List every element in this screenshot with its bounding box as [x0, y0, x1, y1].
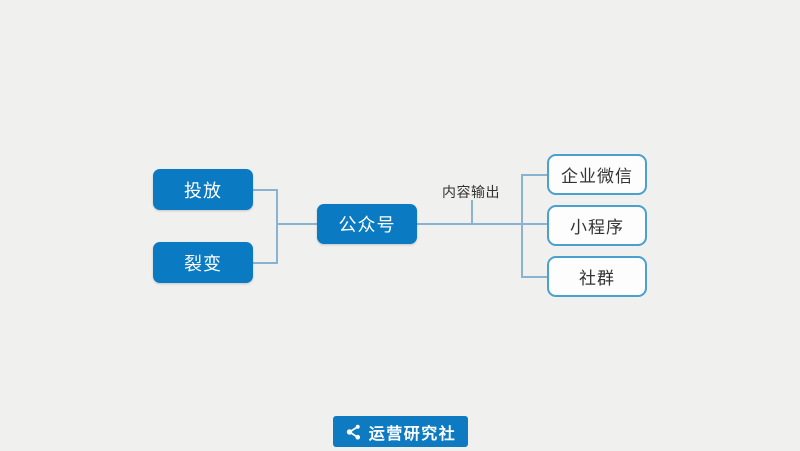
- connector-center-to-right: [417, 223, 547, 225]
- connector-to-center-node: [276, 223, 317, 225]
- brand-logo: 运营研究社: [333, 416, 468, 447]
- node-liebian: 裂变: [153, 242, 253, 283]
- node-gongzhonghao: 公众号: [317, 204, 417, 244]
- node-xiaochengxu: 小程序: [547, 205, 647, 246]
- connector-toufang-stub: [253, 189, 277, 191]
- node-toufang: 投放: [153, 169, 253, 210]
- connector-qywx-stub: [521, 174, 547, 176]
- node-qiyeweixin: 企业微信: [547, 154, 647, 195]
- node-shequn: 社群: [547, 256, 647, 297]
- edge-label-content-output: 内容输出: [442, 184, 500, 200]
- connector-right-vertical: [521, 174, 523, 278]
- connector-edge-label-tick: [471, 200, 473, 223]
- connector-shequn-stub: [521, 276, 547, 278]
- connector-left-vertical: [276, 189, 278, 264]
- connector-liebian-stub: [253, 262, 277, 264]
- share-nodes-icon: [346, 424, 360, 440]
- brand-logo-text: 运营研究社: [368, 425, 457, 443]
